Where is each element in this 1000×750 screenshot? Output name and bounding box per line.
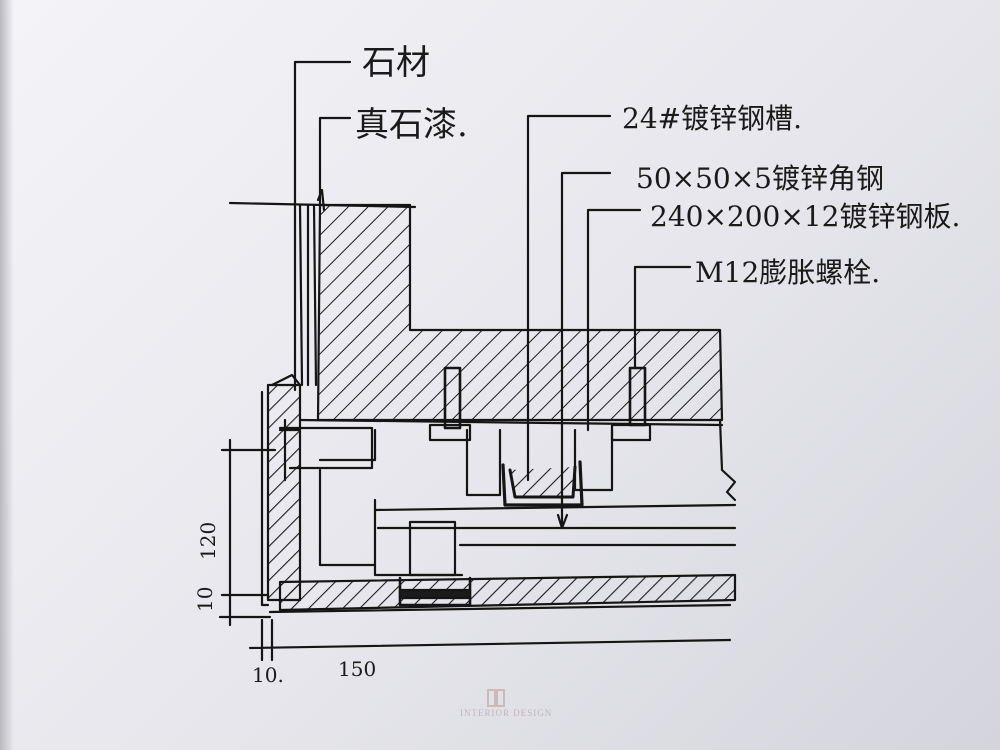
- bottom-stone-board: [278, 573, 737, 612]
- concrete-wall: [316, 203, 724, 422]
- soffit-line: [298, 418, 724, 427]
- leader-plate: [586, 208, 642, 432]
- leader-stone: [293, 60, 352, 392]
- dim-vert-line: [218, 438, 277, 627]
- support-block: [408, 520, 457, 577]
- paper-edge-shadow: [0, 0, 14, 750]
- angle-steel: [278, 426, 374, 470]
- leader-angle: [560, 171, 612, 527]
- label-stone: 石材: [362, 43, 430, 83]
- watermark-text: INTERIOR DESIGN: [460, 708, 552, 718]
- bolt-left: [443, 366, 462, 430]
- bolt-right: [628, 366, 647, 427]
- stone-cladding: [266, 383, 302, 602]
- steel-plate-right: [610, 423, 652, 442]
- dim-10-vertical: 10: [193, 587, 217, 612]
- dim-horiz-line: [248, 618, 732, 662]
- label-steel-plate: 240×200×12镀锌钢板.: [650, 200, 960, 233]
- label-expansion-bolt: M12膨胀螺栓.: [695, 256, 880, 289]
- steel-plate-left: [428, 423, 472, 442]
- label-real-stone-paint: 真石漆.: [355, 105, 468, 145]
- leader-bolt: [633, 265, 692, 370]
- dim-10-horizontal: 10.: [252, 663, 284, 687]
- ceiling-layer-1: [373, 498, 464, 577]
- leader-channel: [526, 114, 612, 482]
- stone-layer: [298, 203, 318, 387]
- watermark-logo: INTERIOR DESIGN: [460, 689, 552, 718]
- dim-120: 120: [196, 522, 220, 560]
- break-line: [718, 418, 737, 502]
- dim-150: 150: [338, 657, 376, 681]
- label-angle-steel: 50×50×5镀锌角钢: [636, 162, 884, 195]
- leader-paint: [318, 116, 352, 207]
- label-channel: 24#镀锌钢槽.: [622, 102, 802, 135]
- steel-channel: [501, 460, 584, 507]
